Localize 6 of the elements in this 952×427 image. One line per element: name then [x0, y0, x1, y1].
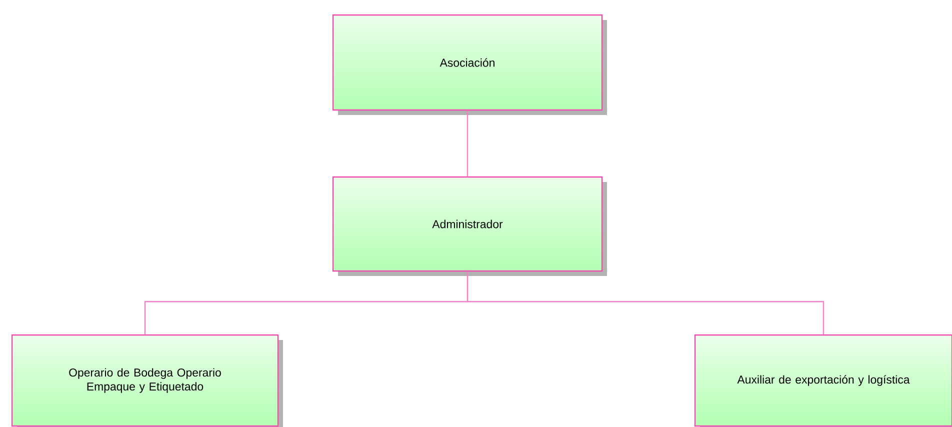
org-box: Operario de Bodega Operario Empaque y Etiquetado [11, 334, 283, 427]
org-box: Administrador [332, 176, 607, 276]
org-box: Asociación [332, 14, 607, 115]
connector-line [466, 272, 824, 334]
connector-line [466, 110, 468, 176]
org-box: Auxiliar de exportación y logística [694, 334, 952, 427]
